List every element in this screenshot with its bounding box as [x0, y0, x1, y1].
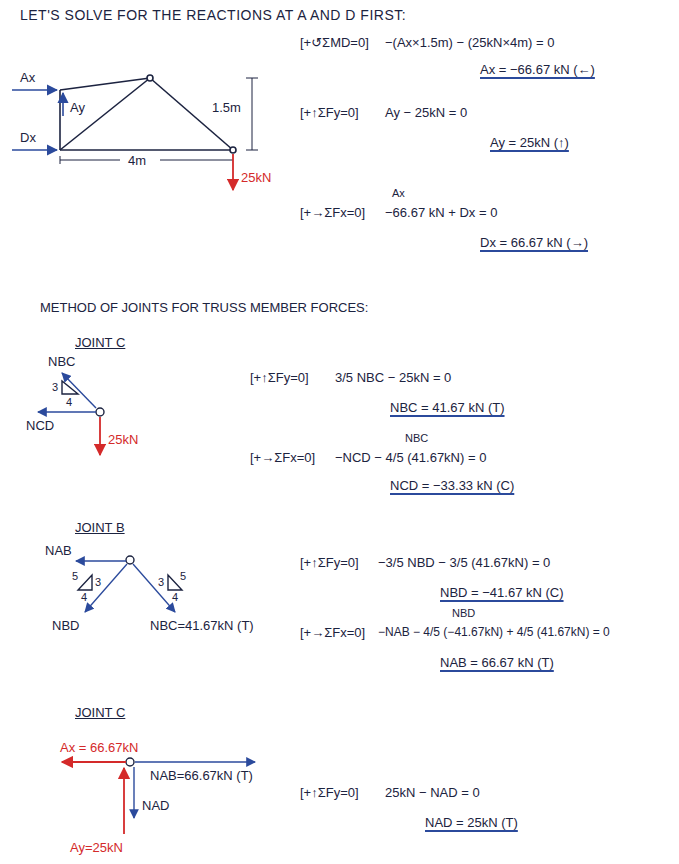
- joint-b-fbd: [76, 556, 182, 612]
- drawing-part: [60, 149, 233, 151]
- force-label: Dx: [20, 130, 36, 145]
- equilibrium-condition: [+→ΣFx=0]: [250, 450, 315, 465]
- page-title: LET'S SOLVE FOR THE REACTIONS AT A AND D…: [20, 8, 406, 23]
- drawing-part: [62, 373, 96, 408]
- joint-heading: JOINT C: [75, 335, 125, 350]
- dimension: 1.5m: [212, 100, 241, 115]
- load-label: 25kN: [108, 432, 138, 447]
- annotation: NBD: [452, 607, 475, 620]
- drawing-part: [96, 408, 104, 416]
- force-label: Ax: [20, 70, 35, 85]
- force-label: Ay: [70, 100, 85, 115]
- slope-number: 4: [66, 396, 72, 409]
- force-label: NBC: [48, 354, 75, 369]
- force-label: NAB: [45, 543, 72, 558]
- drawing-part: [60, 160, 120, 161]
- slope-number: 5: [72, 570, 78, 583]
- drawing-part: [62, 381, 78, 394]
- drawing-part: [126, 556, 134, 564]
- drawing-part: [147, 75, 153, 81]
- load-arrow: [99, 417, 101, 455]
- section-heading: METHOD OF JOINTS FOR TRUSS MEMBER FORCES…: [40, 300, 368, 315]
- drawing-part: [78, 575, 92, 590]
- load-arrow: [232, 154, 234, 190]
- force-label: NBC=41.67kN (T): [150, 618, 254, 633]
- slope-number: 3: [158, 576, 164, 589]
- equation: −(Ax×1.5m) − (25kN×4m) = 0: [385, 35, 554, 50]
- equation: −NAB − 4/5 (−41.67kN) + 4/5 (41.67kN) = …: [378, 625, 610, 640]
- answer: NBD = −41.67 kN (C): [440, 585, 564, 600]
- drawing-part: [252, 78, 253, 150]
- equilibrium-condition: [+→ΣFx=0]: [300, 205, 365, 220]
- force-label: NAB=66.67kN (T): [150, 768, 253, 783]
- drawing-part: [126, 758, 134, 766]
- drawing-part: [133, 767, 134, 818]
- load-label: Ay=25kN: [70, 840, 123, 855]
- equilibrium-condition: [+↺ΣMD=0]: [300, 35, 369, 50]
- equation: −3/5 NBD − 3/5 (41.67kN) = 0: [378, 555, 550, 570]
- equilibrium-condition: [+↑ΣFy=0]: [300, 105, 359, 120]
- force-label: NCD: [26, 418, 54, 433]
- drawing-part: [59, 90, 61, 150]
- equilibrium-condition: [+↑ΣFy=0]: [300, 555, 359, 570]
- truss-members: [60, 75, 236, 153]
- joint-a-fbd: [62, 758, 255, 834]
- drawing-part: [230, 147, 236, 153]
- drawing-part: [123, 768, 125, 834]
- equation: −66.67 kN + Dx = 0: [385, 205, 497, 220]
- answer: NCD = −33.33 kN (C): [390, 478, 514, 493]
- equation: 3/5 NBC − 25kN = 0: [335, 370, 451, 385]
- slope-number: 5: [180, 570, 186, 583]
- load-label: Ax = 66.67kN: [60, 740, 138, 755]
- drawing-part: [12, 149, 57, 151]
- drawing-part: [62, 93, 64, 116]
- drawing-part: [246, 78, 258, 79]
- annotation: NBC: [405, 432, 428, 445]
- answer: Ay = 25kN (↑): [490, 135, 569, 150]
- drawing-part: [135, 761, 255, 762]
- dimension-lines: [60, 78, 258, 164]
- equation: Ay − 25kN = 0: [385, 105, 467, 120]
- answer: Dx = 66.67 kN (→): [480, 235, 588, 250]
- drawing-part: [60, 78, 150, 150]
- slope-number: 4: [81, 591, 87, 604]
- slope-number: 3: [95, 576, 101, 589]
- force-label: NAD: [142, 798, 169, 813]
- equilibrium-condition: [+↑ΣFy=0]: [300, 785, 359, 800]
- slope-number: 4: [172, 591, 178, 604]
- equilibrium-condition: [+↑ΣFy=0]: [250, 370, 309, 385]
- joint-c-fbd: [38, 373, 104, 416]
- force-label: NBD: [52, 618, 79, 633]
- equation: −NCD − 4/5 (41.67kN) = 0: [335, 450, 486, 465]
- joint-heading: JOINT C: [75, 705, 125, 720]
- dimension: 4m: [128, 153, 146, 168]
- drawing-part: [38, 411, 96, 412]
- equilibrium-condition: [+→ΣFx=0]: [300, 625, 365, 640]
- answer: NAB = 66.67 kN (T): [440, 655, 554, 670]
- equation: 25kN − NAD = 0: [385, 785, 480, 800]
- reaction-arrows: [12, 90, 63, 150]
- slope-number: 3: [52, 381, 58, 394]
- drawing-part: [246, 150, 258, 151]
- annotation: Ax: [392, 187, 405, 200]
- drawing-part: [168, 575, 182, 590]
- answer: NAD = 25kN (T): [425, 815, 518, 830]
- joint-heading: JOINT B: [75, 520, 125, 535]
- drawing-part: [62, 761, 126, 763]
- load-label: 25kN: [241, 170, 271, 185]
- answer: NBC = 41.67 kN (T): [390, 400, 505, 415]
- drawing-part: [12, 89, 57, 91]
- answer: Ax = −66.67 kN (←): [480, 62, 595, 77]
- drawing-part: [76, 560, 126, 561]
- drawing-part: [160, 160, 233, 161]
